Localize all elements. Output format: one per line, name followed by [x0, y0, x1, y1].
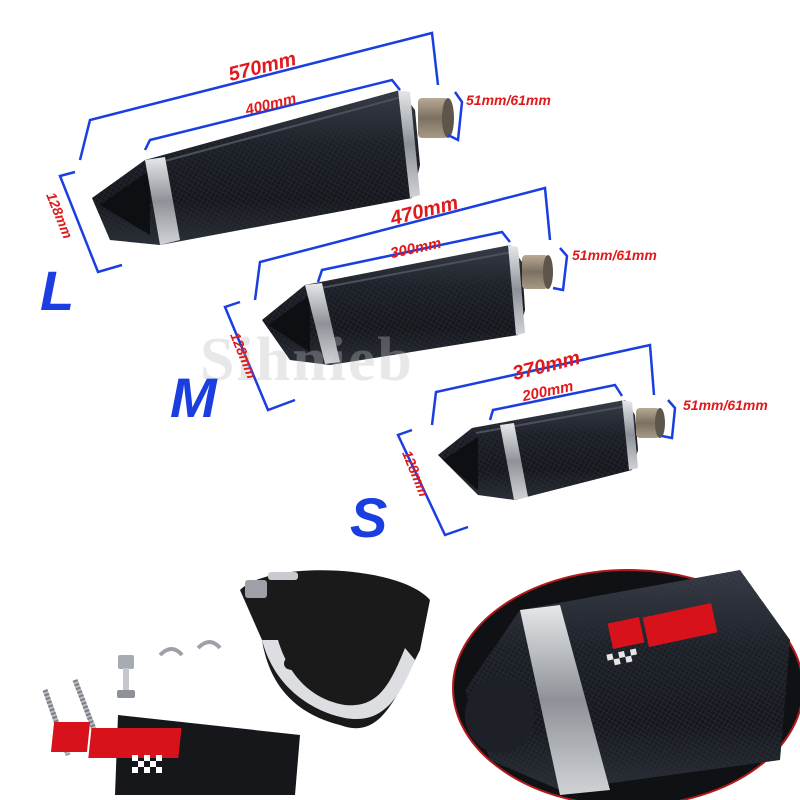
dim-medium-total	[253, 186, 552, 301]
size-letter-medium: M	[170, 366, 217, 429]
medium-inlet-size: 51mm/61mm	[572, 247, 657, 263]
large-inlet-size: 51mm/61mm	[466, 92, 551, 108]
dim-medium-inlet	[552, 247, 569, 292]
dim-small-height	[396, 428, 469, 537]
size-letter-large: L	[40, 259, 75, 322]
dim-large-height	[58, 170, 123, 274]
size-letter-small: S	[350, 486, 388, 549]
small-inlet-size: 51mm/61mm	[683, 397, 768, 413]
dim-large-inlet	[447, 91, 464, 142]
dim-small-total	[430, 343, 656, 426]
yoshimura-sticker	[50, 715, 300, 795]
bolt	[117, 655, 135, 698]
dim-large-body	[143, 78, 401, 151]
clamp-band	[240, 570, 430, 729]
dimension-lines	[58, 31, 677, 537]
dim-small-body	[488, 383, 624, 421]
dim-small-inlet	[661, 399, 677, 440]
muffler-small	[438, 400, 665, 500]
dim-medium-height	[223, 300, 296, 412]
clip-2	[196, 640, 222, 650]
muffler-large	[92, 90, 454, 245]
clip-1	[158, 647, 184, 657]
watermark-text: Sihnieb	[200, 326, 414, 394]
muffler-medium	[262, 245, 553, 365]
accessories	[42, 570, 430, 795]
dim-medium-body	[316, 230, 511, 283]
dim-large-total	[78, 31, 440, 161]
detail-closeup	[452, 569, 800, 800]
